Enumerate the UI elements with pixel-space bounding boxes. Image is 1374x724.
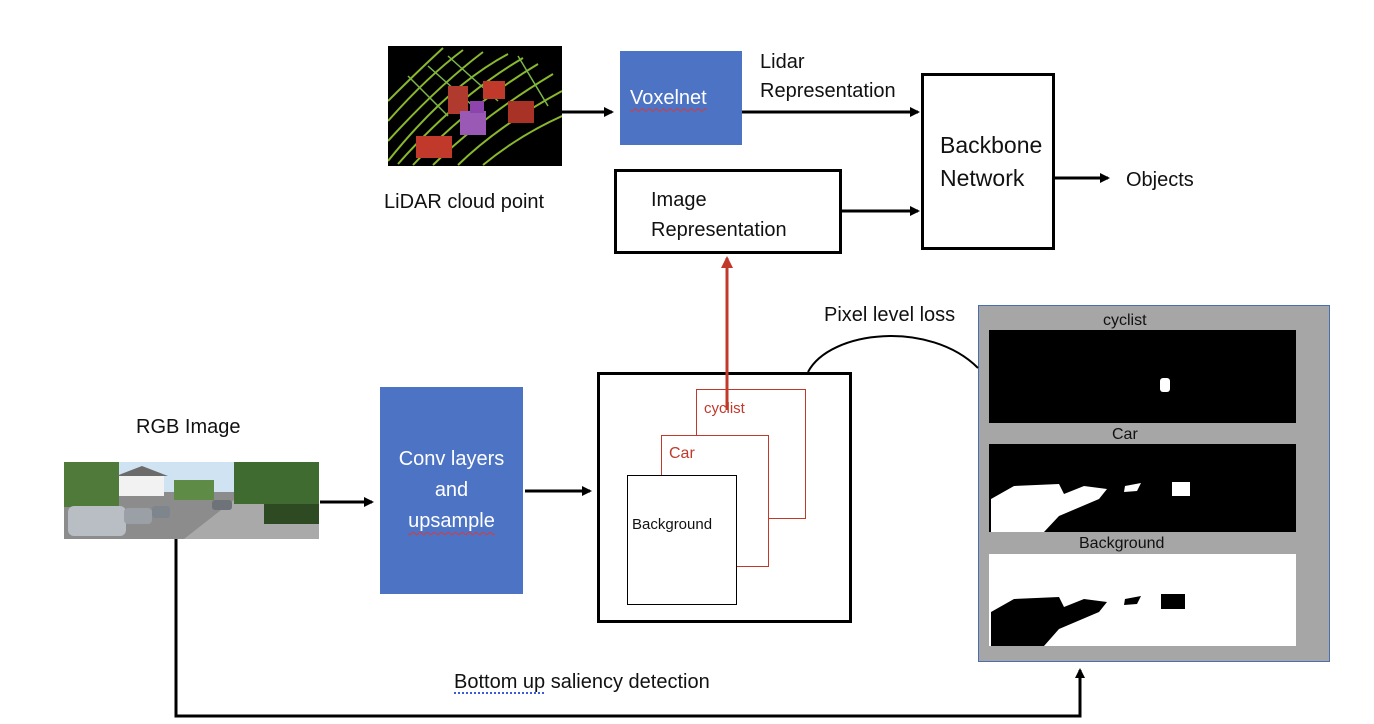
gt-background-title: Background [1079, 535, 1165, 552]
rgb-image-label: RGB Image [136, 416, 241, 438]
conv-layers-box: Conv layers and upsample [380, 387, 523, 594]
voxelnet-box: Voxelnet [620, 51, 742, 145]
saliency-label-word1: Bottom up [454, 671, 546, 693]
gt-cyclist-mask [989, 330, 1296, 423]
car-mask-label: Car [669, 445, 695, 462]
cyclist-mask-label: cyclist [704, 400, 745, 417]
conv-line2: and [434, 479, 469, 501]
image-representation-line1: Image [651, 189, 707, 211]
conv-line3: upsample [408, 510, 495, 532]
background-mask-label: Background [632, 516, 713, 533]
lidar-label: LiDAR cloud point [384, 191, 545, 213]
rgb-street-photo [64, 462, 319, 539]
lidar-representation-label: Lidar Representation [760, 50, 896, 104]
pixel-loss-label: Pixel level loss [824, 304, 956, 326]
background-mask-card: Background [627, 475, 737, 605]
backbone-network-box: Backbone Network [921, 73, 1055, 250]
image-representation-line2: Representation [651, 219, 787, 241]
ground-truth-panel: cyclist Car Background [978, 305, 1330, 662]
lidar-representation-line2: Representation [760, 80, 896, 102]
conv-line1: Conv layers [398, 448, 505, 470]
gt-car-title: Car [1112, 426, 1138, 443]
saliency-label-word2: saliency detection [550, 671, 710, 693]
backbone-line1: Backbone [940, 131, 1043, 158]
lidar-point-cloud-image [388, 46, 562, 166]
image-representation-box: Image Representation [614, 169, 842, 254]
saliency-feedback-arrow [174, 539, 1085, 718]
gt-car-mask [989, 444, 1296, 532]
objects-label: Objects [1126, 169, 1194, 191]
gt-background-mask [989, 554, 1296, 646]
gt-cyclist-title: cyclist [1103, 312, 1147, 329]
saliency-label: Bottom up saliency detection [454, 670, 710, 695]
mask-stack-box: cyclist Car Background [597, 372, 852, 623]
backbone-line2: Network [940, 164, 1025, 191]
voxelnet-label: Voxelnet [630, 86, 707, 109]
lidar-representation-line1: Lidar [760, 51, 805, 73]
pixel-loss-curve [807, 335, 979, 373]
